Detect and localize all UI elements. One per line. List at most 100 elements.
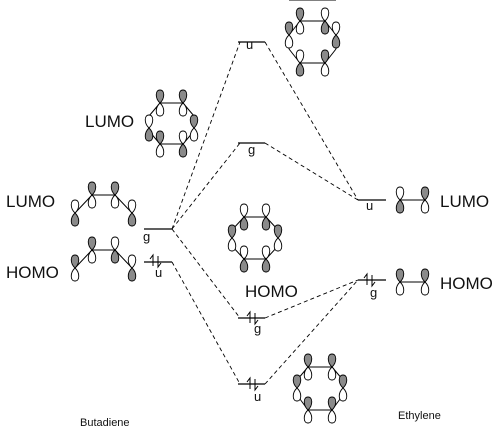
label-butadiene: Butadiene [80,417,130,429]
orbital-lobe-open [395,186,405,201]
orbital-lobe-shaded [127,212,137,227]
orbital-lobe-open [144,114,154,129]
electron-pair-ethylene-homo [363,272,376,288]
level-ethylene-homo-symmetry: g [370,285,377,300]
correlation-lines [171,41,359,385]
corr-bd-lumo-upper [171,142,241,230]
orbital-set-ethylene-homo [395,268,430,296]
orbital-lobe-open [284,34,294,49]
orbital-set-butadiene-homo [70,236,137,282]
orbital-lobe-open [227,237,237,252]
electron-pair-butadiene-homo [149,253,162,269]
orbital-lobe-shaded [178,89,188,104]
corr-lower-eth-homo [264,279,359,319]
orbital-lobe-shaded [261,216,271,231]
orbital-set-top-ring [284,7,341,77]
orbital-lobe-open [327,366,337,381]
orbital-lobe-open [155,143,165,158]
orbital-lobe-open [239,203,249,218]
orbital-set-bottom [292,353,348,424]
orbital-lobe-open [70,199,80,214]
orbital-lobe-shaded [331,34,341,49]
orbital-lobe-shaded [87,181,97,196]
orbital-lobe-shaded [87,236,97,251]
orbital-lobe-shaded [395,199,405,214]
label-butadiene-lumo: LUMO [6,192,55,211]
orbital-lobe-open [303,409,313,424]
orbital-lobe-open [87,194,97,209]
orbital-lobe-shaded [261,258,271,273]
orbital-lobe-shaded [70,254,80,269]
orbital-lobe-shaded [155,89,165,104]
label-ethylene-homo: HOMO [440,274,493,293]
label-butadiene-homo: HOMO [6,263,59,282]
orbital-lobe-shaded [127,267,137,282]
orbital-lobe-open [110,194,120,209]
orbital-lobe-shaded [327,353,337,368]
orbital-lobe-shaded [292,374,302,389]
orbital-set-ethylene-lumo [395,186,430,214]
orbital-set-central-homo [227,203,283,273]
orbital-lobe-shaded [420,268,430,283]
label-central-homo: HOMO [245,282,298,301]
orbital-lobe-open [320,62,330,77]
orbital-lobe-open [292,387,302,402]
corr-bd-lumo-lower [171,228,241,319]
orbital-lobe-open [127,199,137,214]
orbital-lobe-shaded [144,127,154,142]
orbital-lobe-shaded [303,353,313,368]
orbital-lobe-shaded [110,249,120,264]
orbital-lobe-shaded [239,216,249,231]
orbital-lobe-open [155,102,165,117]
orbital-lobe-open [70,267,80,282]
orbital-lobe-open [178,102,188,117]
orbital-lobe-shaded [178,143,188,158]
corr-upper-eth-lumo [264,142,359,201]
level-upper-symmetry: g [248,142,255,157]
corr-bottom-eth-homo [264,279,359,385]
orbital-lobe-shaded [110,181,120,196]
orbital-lobe-open [420,199,430,214]
energy-levels: u g g u u g g u [143,37,386,404]
orbital-lobe-open [327,409,337,424]
orbital-lobe-open [295,49,305,64]
orbital-lobe-open [273,237,283,252]
level-butadiene-lumo-symmetry: g [143,229,150,244]
orbital-lobe-open [395,281,405,296]
orbital-lobe-shaded [295,7,305,22]
orbital-lobe-open [110,236,120,251]
orbital-lobe-open [261,245,271,260]
orbital-lobe-shaded [303,396,313,411]
orbital-lobe-open [127,254,137,269]
orbital-lobe-shaded [295,62,305,77]
level-ethylene-lumo-symmetry: u [366,198,373,213]
orbital-lobe-shaded [327,396,337,411]
orbital-lobe-open [338,387,348,402]
orbital-lobe-open [320,7,330,22]
orbital-lobe-shaded [320,20,330,35]
orbital-lobe-open [420,281,430,296]
label-ethylene: Ethylene [398,410,441,422]
orbital-drawings [70,0,430,424]
electron-pair-lower [246,310,259,326]
level-bottom-symmetry: u [254,389,261,404]
corr-bd-homo-bottom [171,261,241,385]
orbital-lobe-open [295,20,305,35]
orbital-lobe-shaded [420,186,430,201]
corr-top-eth-lumo [264,41,359,201]
level-top-symmetry: u [246,37,253,52]
orbital-set-central-lumo [144,89,199,158]
orbital-lobe-open [239,245,249,260]
orbital-lobe-shaded [273,224,283,239]
level-lower-symmetry: g [254,321,261,336]
corr-bd-lumo-top [171,41,241,230]
orbital-lobe-shaded [284,21,294,36]
orbital-lobe-open [303,366,313,381]
orbital-lobe-open [178,130,188,145]
orbital-lobe-open [261,203,271,218]
orbital-lobe-shaded [395,268,405,283]
orbital-set-butadiene-lumo [70,181,137,227]
text-labels: LUMO LUMO HOMO HOMO LUMO HOMO Butadiene … [6,112,493,429]
